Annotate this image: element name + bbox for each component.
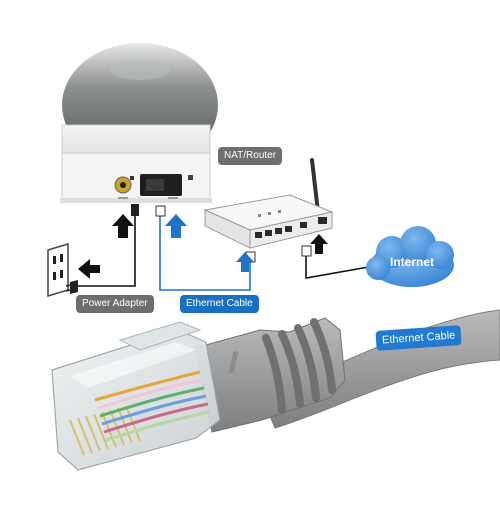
arrow-up-icon xyxy=(236,252,254,272)
arrow-up-icon xyxy=(165,214,187,238)
ethernet-cable-label: Ethernet Cable xyxy=(180,295,259,313)
wall-outlet-icon xyxy=(47,242,69,298)
camera-ethernet-wire xyxy=(159,214,251,291)
internet-label: Internet xyxy=(390,255,435,269)
router-antenna-icon xyxy=(310,158,320,214)
wan-rj45-icon xyxy=(301,245,312,257)
power-plug-icon xyxy=(65,280,78,294)
power-wire xyxy=(78,214,136,287)
arrow-up-icon xyxy=(310,234,328,254)
power-adapter-label: Power Adapter xyxy=(76,295,154,313)
router-label: NAT/Router xyxy=(218,147,283,165)
camera-back-panel xyxy=(61,152,211,201)
nat-router xyxy=(203,158,334,249)
arrow-left-icon xyxy=(78,259,100,279)
ip-camera xyxy=(60,43,218,203)
power-connector-icon xyxy=(131,204,139,216)
camera-rj45-icon xyxy=(155,205,166,217)
wan-wire xyxy=(305,254,381,279)
internet-cloud-icon xyxy=(366,226,454,287)
arrow-up-icon xyxy=(112,214,134,238)
rj45-plug-icon xyxy=(51,329,221,471)
